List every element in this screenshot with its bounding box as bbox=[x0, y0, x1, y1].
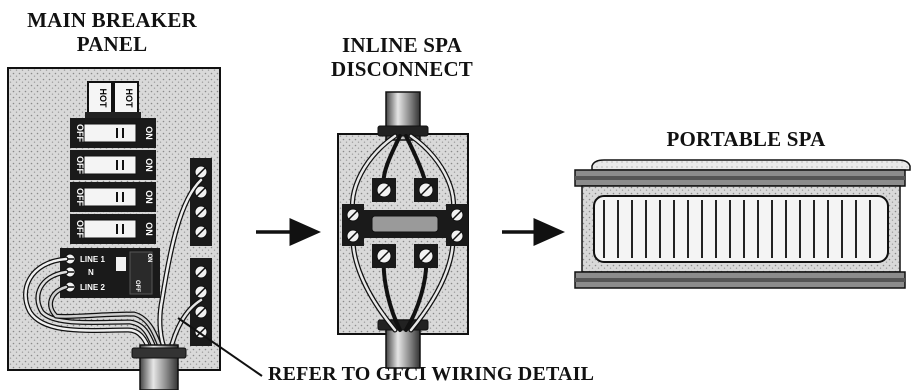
gfci-off-label: OFF bbox=[134, 280, 140, 292]
panel-conduit bbox=[131, 344, 187, 390]
breaker-2-on-label: ON bbox=[144, 158, 154, 172]
main-breaker-title-line1: MAIN BREAKER bbox=[27, 8, 197, 32]
breaker-1-on-label: ON bbox=[144, 126, 154, 140]
gfci-line2-label: LINE 2 bbox=[80, 283, 105, 292]
breaker-4: OFF ON bbox=[70, 214, 156, 244]
inline-spa-disconnect-title: INLINE SPA DISCONNECT bbox=[322, 33, 482, 81]
main-breaker-title-line2: PANEL bbox=[76, 32, 148, 56]
breaker-4-on-label: ON bbox=[144, 222, 154, 236]
portable-spa bbox=[574, 159, 911, 289]
disconnect-side-terminals bbox=[342, 204, 468, 246]
gfci-line1-label: LINE 1 bbox=[80, 255, 105, 264]
inline-spa-title-line1: INLINE SPA bbox=[341, 33, 463, 57]
terminal-strip-upper bbox=[190, 158, 212, 246]
disconnect-terminals-top bbox=[372, 178, 438, 202]
breaker-4-off-label: OFF bbox=[75, 220, 85, 238]
main-breaker-panel: HOT HOT OFF ON OFF ON OFF ON bbox=[7, 67, 263, 390]
inline-spa-disconnect bbox=[337, 91, 469, 369]
gfci-breaker-block: LINE 1 N LINE 2 OFF ON bbox=[60, 248, 160, 298]
portable-spa-title: PORTABLE SPA bbox=[666, 127, 826, 151]
breaker-3-on-label: ON bbox=[144, 190, 154, 204]
gfci-leader-line bbox=[177, 317, 263, 377]
inline-spa-title-line2: DISCONNECT bbox=[330, 57, 474, 81]
breaker-3: OFF ON bbox=[70, 182, 156, 212]
spa-slats bbox=[603, 200, 871, 258]
breaker-1: OFF ON bbox=[70, 118, 156, 148]
gfci-on-label: ON bbox=[146, 254, 152, 263]
disconnect-terminals-bottom bbox=[372, 244, 438, 268]
breaker-2-off-label: OFF bbox=[75, 156, 85, 174]
hot-breaker-heads: HOT HOT bbox=[85, 81, 141, 120]
gfci-neutral-label: N bbox=[88, 268, 94, 277]
breaker-1-off-label: OFF bbox=[75, 124, 85, 142]
breaker-2: OFF ON bbox=[70, 150, 156, 180]
disconnect-center-bar bbox=[364, 210, 446, 238]
hot-label-left: HOT bbox=[98, 89, 108, 109]
hot-label-right: HOT bbox=[124, 89, 134, 109]
gfci-reference-note: REFER TO GFCI WIRING DETAIL bbox=[268, 363, 595, 385]
main-breaker-panel-title: MAIN BREAKER PANEL bbox=[2, 8, 222, 56]
breaker-3-off-label: OFF bbox=[75, 188, 85, 206]
